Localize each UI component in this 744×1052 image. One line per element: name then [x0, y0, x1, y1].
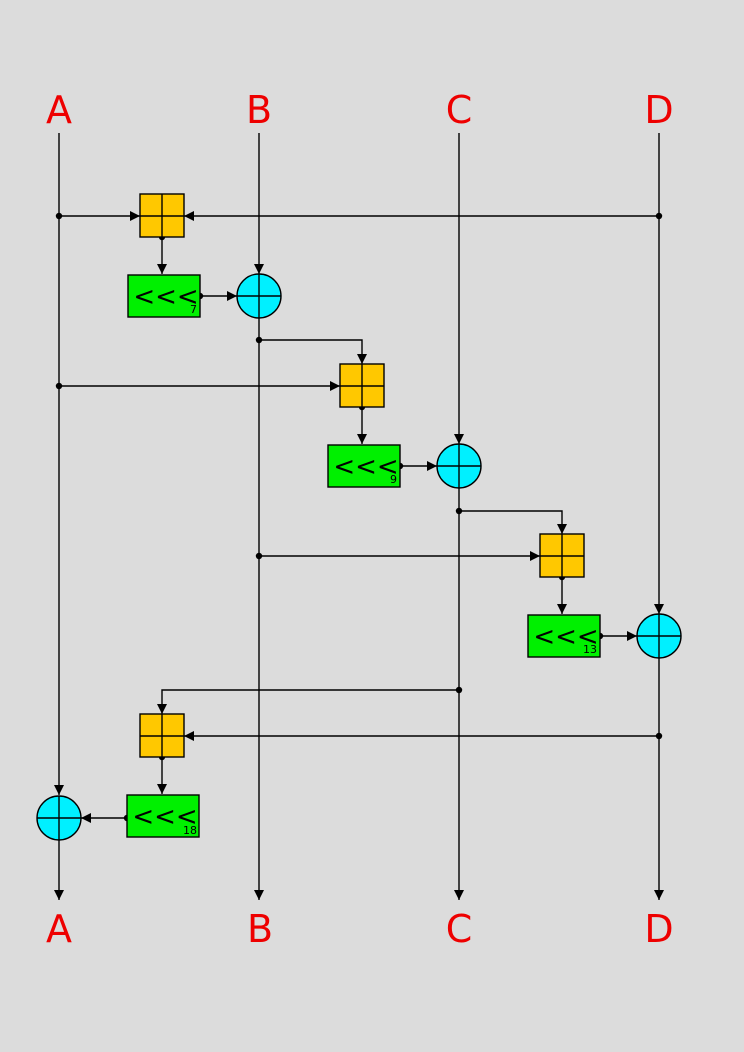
xor-2	[436, 443, 482, 489]
rotate-7-amount: 7	[190, 303, 197, 316]
rotate-18-amount: 18	[183, 824, 197, 837]
xor-4	[36, 795, 82, 841]
rotate-9-amount: 9	[390, 473, 397, 486]
step-4-wires	[81, 686, 663, 823]
rotate-18-box: <<< 18	[126, 794, 200, 838]
step-2-wires	[55, 336, 437, 471]
rotate-9-box: <<< 9	[327, 444, 401, 488]
adder-2	[339, 363, 385, 408]
rotate-9-symbol: <<<	[333, 452, 398, 482]
rotate-7-box: <<< 7	[127, 274, 201, 318]
input-label-d: D	[644, 88, 673, 132]
rotate-13-symbol: <<<	[533, 622, 598, 652]
output-label-a: A	[46, 907, 72, 951]
rotate-18-symbol: <<<	[132, 802, 197, 832]
output-label-d: D	[644, 907, 673, 951]
adder-3	[539, 533, 585, 578]
input-label-b: B	[246, 88, 272, 132]
input-label-c: C	[446, 88, 473, 132]
output-label-c: C	[446, 907, 473, 951]
rotate-7-symbol: <<<	[133, 282, 198, 312]
rotate-13-box: <<< 13	[527, 614, 601, 658]
input-label-a: A	[46, 88, 72, 132]
adder-4	[139, 713, 185, 758]
adder-1	[139, 193, 185, 238]
xor-1	[236, 273, 282, 319]
rotate-13-amount: 13	[583, 643, 597, 656]
xor-3	[636, 613, 682, 659]
output-label-b: B	[247, 907, 273, 951]
